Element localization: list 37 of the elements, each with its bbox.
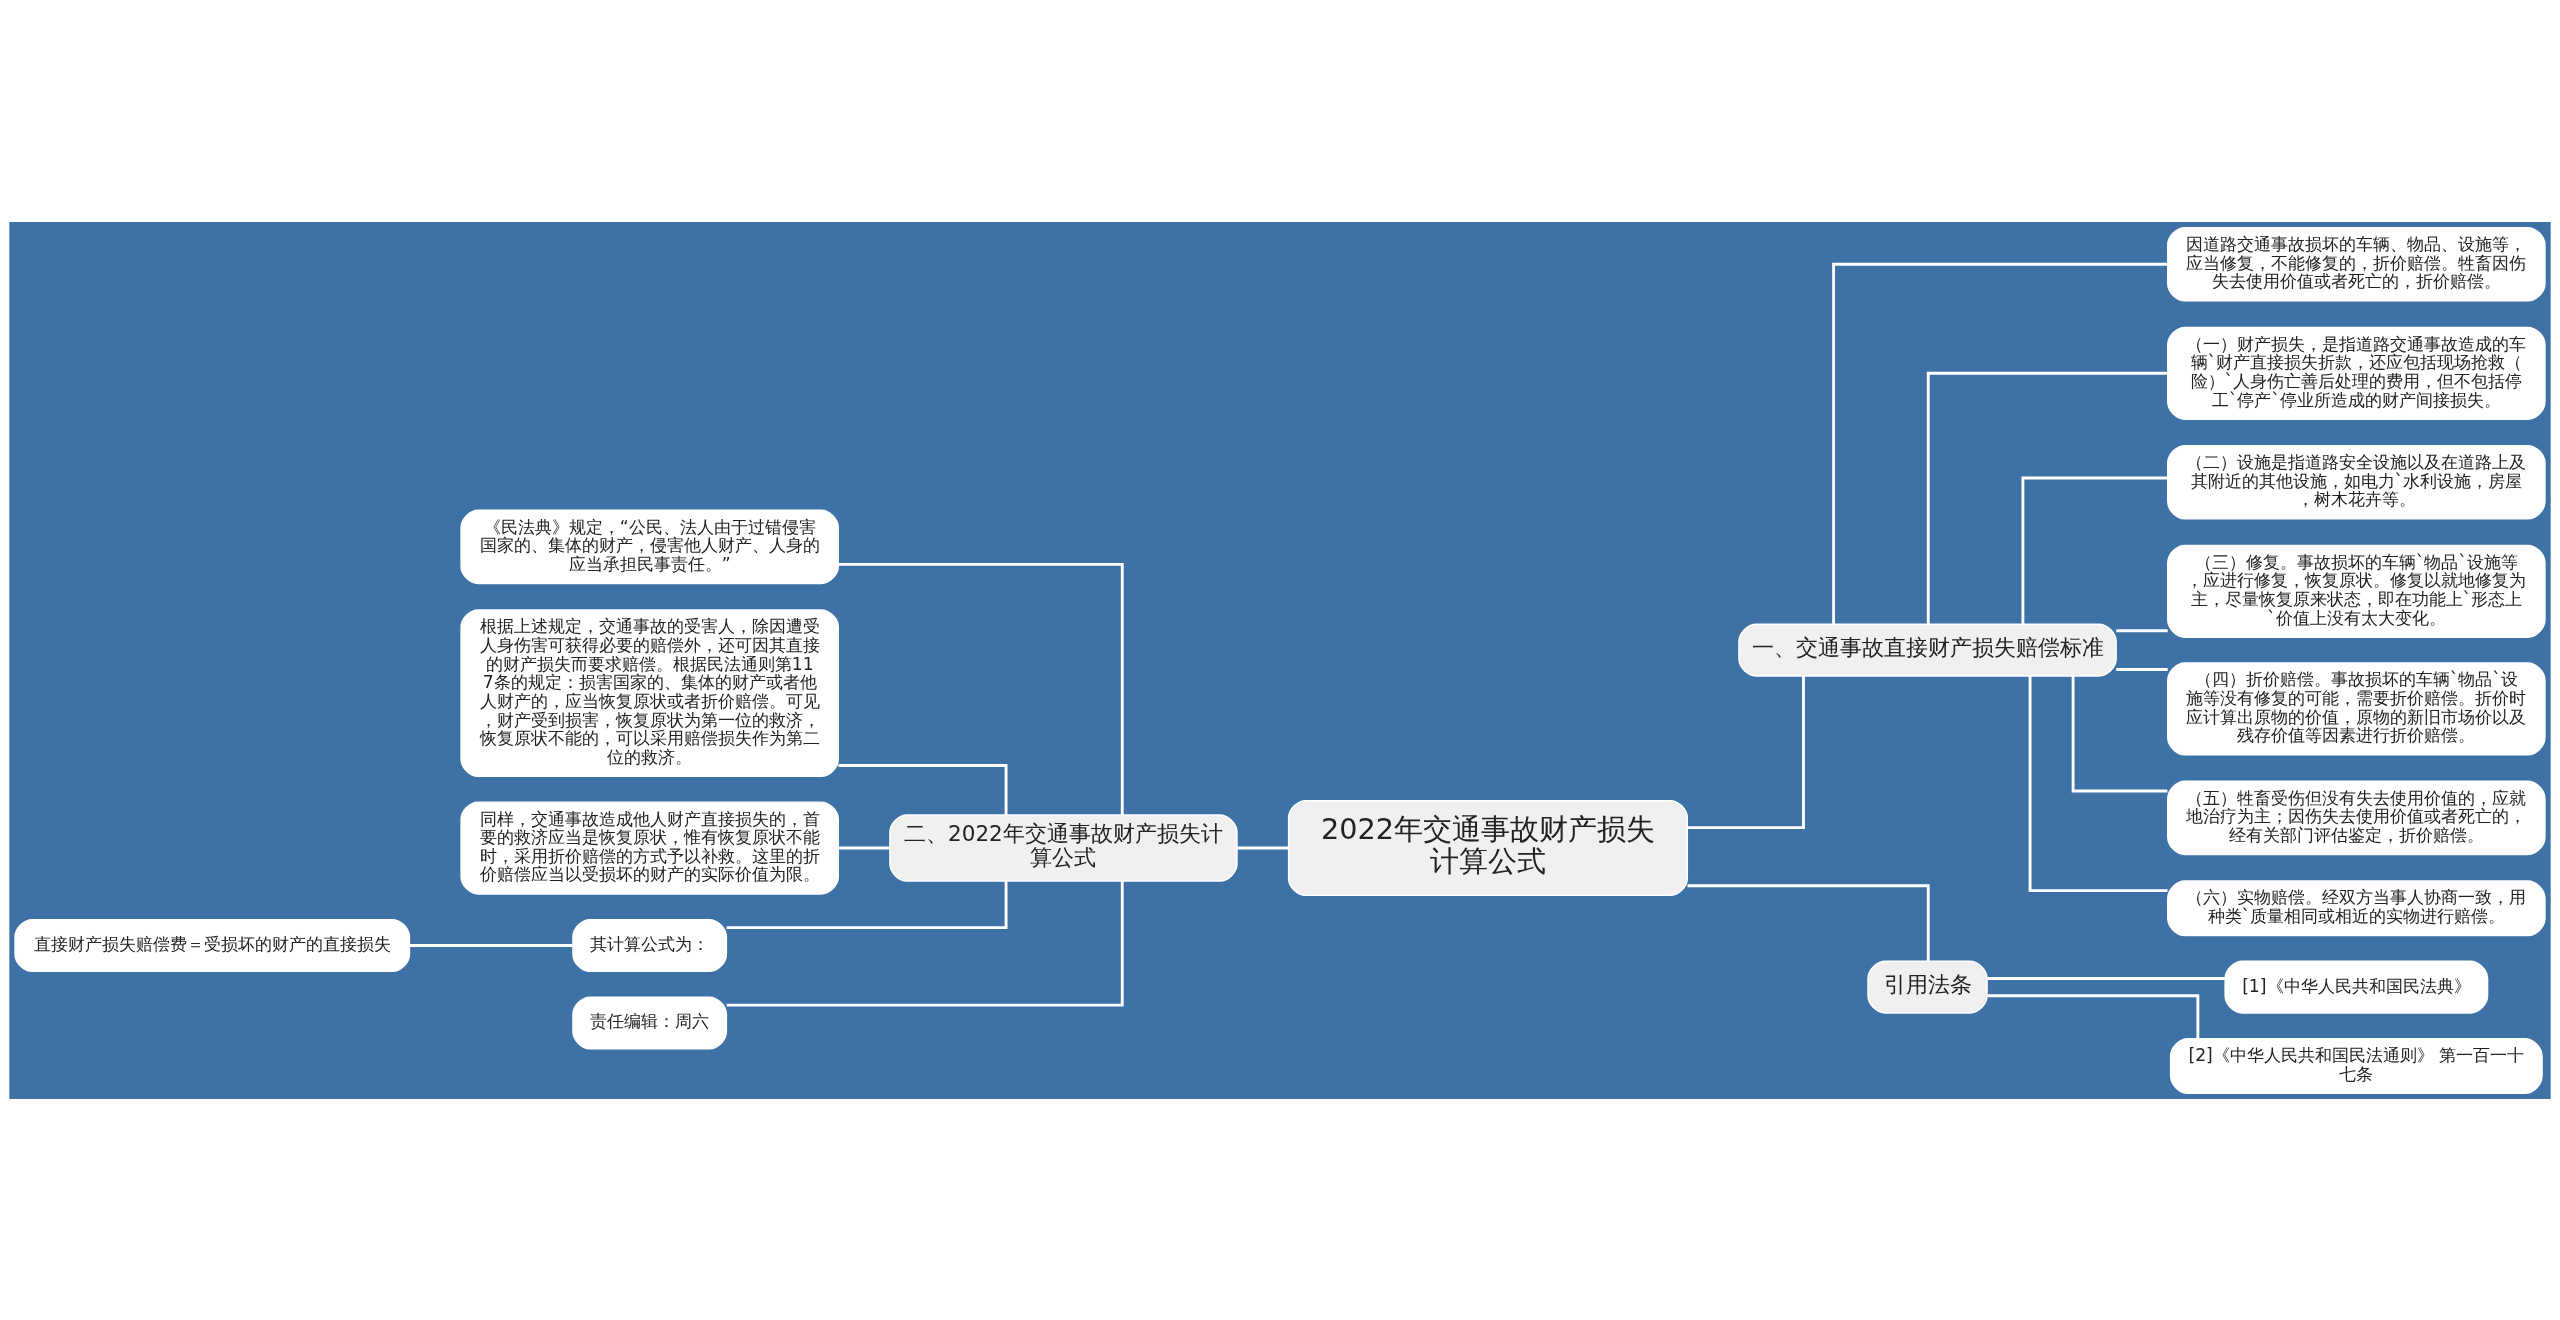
- node-box: （四）折价赔偿。事故损坏的车辆`物品`设施等没有修复的可能，需要折价赔偿。折价时应计算出原物的价值，原物的新旧市场价以及残存价值等因素进行折价赔偿。: [2167, 661, 2546, 755]
- node-box: 二、2022年交通事故财产损失计算公式: [889, 813, 1238, 882]
- connector: [838, 846, 890, 849]
- node-box: 一、交通事故直接财产损失赔偿标准: [1738, 623, 2117, 677]
- node-box: 引用法条: [1867, 960, 1988, 1014]
- node-box: 《民法典》规定，“公民、法人由于过错侵害国家的、集体的财产，侵害他人财产、人身的应当承担民事责任。”: [460, 509, 839, 584]
- connector: [2028, 675, 2168, 892]
- connector: [1926, 371, 2168, 624]
- node-box: 根据上述规定，交通事故的受害人，除因遭受人身伤害可获得必要的赔偿外，还可因其直接的财产损失而要求赔偿。根据民法通则第117条的规定：损害国家的、集体的财产或者他人财产的，应当恢复原状或者折价赔偿。可见，财产受到损害，恢复原状为第一位的救济，恢复原状不能的，可以采用赔偿损失作为第二位的救济。: [460, 608, 839, 777]
- node-box: 因道路交通事故损坏的车辆、物品、设施等，应当修复，不能修复的，折价赔偿。牲畜因伤失去使用价值或者死亡的，折价赔偿。: [2167, 226, 2546, 302]
- connector: [2116, 667, 2168, 671]
- connector: [1687, 883, 1930, 961]
- connector: [1687, 675, 1805, 829]
- node-box: （六）实物赔偿。经双方当事人协商一致，用种类`质量相同或相近的实物进行赔偿。: [2167, 879, 2546, 936]
- node-box: [1]《中华人民共和国民法典》: [2224, 960, 2489, 1014]
- node-box: （五）牲畜受伤但没有失去使用价值的，应就地治疗为主；因伤失去使用价值或者死亡的，经有关部门评估鉴定，折价赔偿。: [2167, 780, 2546, 855]
- connector: [838, 763, 1008, 815]
- connector: [2071, 675, 2168, 792]
- connector: [838, 562, 1124, 815]
- connector: [409, 943, 573, 947]
- connector: [1832, 262, 2168, 624]
- connector: [726, 880, 1008, 929]
- connector: [2116, 628, 2168, 632]
- node-box: [2]《中华人民共和国民法通则》 第一百一十七条: [2169, 1037, 2543, 1094]
- connector: [726, 880, 1124, 1006]
- node-box: （二）设施是指道路安全设施以及在道路上及其附近的其他设施，如电力`水利设施，房屋，树木花卉等。: [2167, 444, 2546, 520]
- node-box: 2022年交通事故财产损失计算公式: [1287, 799, 1689, 896]
- connector: [1987, 993, 2200, 1039]
- node-box: （三）修复。事故损坏的车辆`物品`设施等，应进行修复，恢复原状。修复以就地修复为主，尽量恢复原来状态，即在功能上`形态上`价值上没有太大变化。: [2167, 544, 2546, 638]
- connector: [1237, 846, 1289, 849]
- connector: [2021, 476, 2168, 624]
- node-box: 其计算公式为：: [572, 918, 728, 972]
- node-box: 直接财产损失赔偿费＝受损坏的财产的直接损失: [14, 918, 411, 972]
- connector: [1987, 976, 2225, 980]
- node-box: （一）财产损失，是指道路交通事故造成的车辆`财产直接损失折款，还应包括现场抢救（险）`人身伤亡善后处理的费用，但不包括停工`停产`停业所造成的财产间接损失。: [2167, 326, 2546, 420]
- node-box: 同样，交通事故造成他人财产直接损失的，首要的救济应当是恢复原状，惟有恢复原状不能时，采用折价赔偿的方式予以补救。这里的折价赔偿应当以受损坏的财产的实际价值为限。: [460, 800, 839, 895]
- node-box: 责任编辑：周六: [572, 995, 728, 1049]
